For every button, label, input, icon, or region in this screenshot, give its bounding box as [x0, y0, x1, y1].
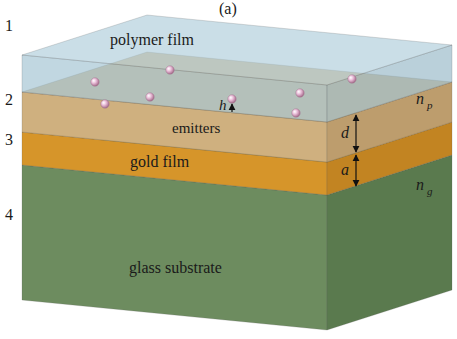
- index-subscript: p: [427, 99, 433, 111]
- height-symbol: h: [219, 97, 227, 114]
- thickness-symbol: a: [341, 161, 349, 179]
- index-symbol: n: [416, 176, 424, 194]
- panel-letter: (a): [219, 0, 237, 18]
- emitter-dot: [101, 100, 109, 108]
- glass-substrate-layer: glass substrate: [125, 257, 226, 279]
- thickness-arrow: [355, 155, 356, 186]
- emitter-dot: [348, 75, 356, 83]
- emitter-dot: [228, 95, 236, 103]
- thickness-symbol: d: [341, 124, 349, 142]
- emitter-dot: [146, 93, 154, 101]
- index-subscript: g: [427, 185, 433, 197]
- emitters-label: emitters: [172, 120, 220, 137]
- emitter-dot: [91, 78, 99, 86]
- layer-label: polymer film: [110, 31, 194, 49]
- layer-label: gold film: [130, 153, 189, 171]
- layer-label: glass substrate: [129, 259, 222, 277]
- index-symbol: n: [416, 90, 424, 108]
- region-number: 4: [5, 206, 13, 224]
- region-number: 2: [5, 91, 13, 109]
- polymer-film-top-face: [22, 15, 452, 85]
- gold-film-layer: gold film: [126, 151, 193, 173]
- region-number: 3: [5, 131, 13, 149]
- emitter-dot: [166, 66, 174, 74]
- region-number: 1: [5, 17, 13, 35]
- polymer-film-layer: polymer film: [106, 29, 198, 51]
- thickness-arrow: [355, 115, 356, 152]
- height-arrow: [231, 104, 232, 112]
- emitter-dot: [292, 109, 300, 117]
- emitter-dot: [296, 89, 304, 97]
